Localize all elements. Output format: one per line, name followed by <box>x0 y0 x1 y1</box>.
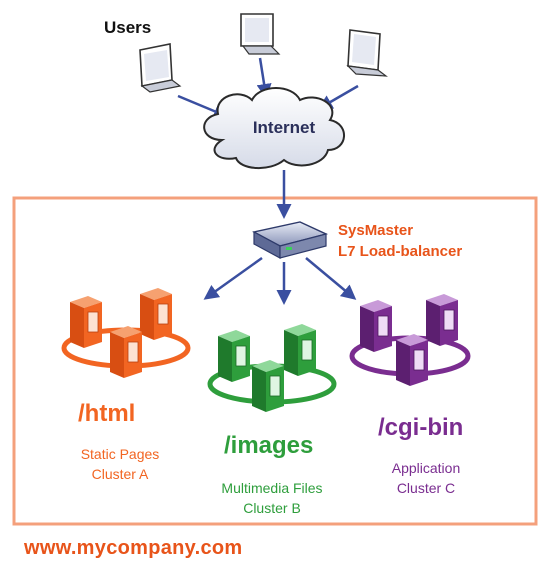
internet-cloud-icon <box>203 87 345 169</box>
arrow-to-cluster-c <box>305 257 357 300</box>
company-frame <box>12 196 538 526</box>
cluster-a-path: /html <box>78 400 136 427</box>
cluster-b-servers-icon <box>207 324 337 412</box>
user-computer-icon <box>139 43 182 93</box>
cluster-c-desc-line2: Cluster C <box>396 480 456 496</box>
cluster-a-servers-icon <box>61 288 191 378</box>
cluster-a-desc-line1: Static Pages <box>80 446 160 462</box>
user-computer-icon <box>240 13 281 55</box>
cluster-c-desc-line1: Application <box>391 460 461 476</box>
cluster-b-desc-line1: Multimedia Files <box>221 480 323 496</box>
cluster-b-description: Multimedia Files Cluster B <box>192 478 352 518</box>
cluster-a-desc-line2: Cluster A <box>91 466 149 482</box>
cluster-c-description: Application Cluster C <box>356 458 496 498</box>
cluster-a-description: Static Pages Cluster A <box>40 444 200 484</box>
cluster-c-servers-icon <box>349 294 471 386</box>
arrow-to-cluster-a <box>203 256 263 300</box>
user-computer-icon <box>346 29 388 77</box>
cluster-b-desc-line2: Cluster B <box>243 500 301 516</box>
users-label: Users <box>104 18 152 37</box>
load-balancer-label: SysMaster L7 Load-balancer <box>338 220 462 262</box>
cluster-b-path: /images <box>224 432 314 459</box>
internet-label: Internet <box>252 118 316 137</box>
cluster-c-path: /cgi-bin <box>378 414 464 441</box>
load-balancer-subtitle: L7 Load-balancer <box>338 243 463 260</box>
load-balancer-icon <box>252 221 329 260</box>
company-url: www.mycompany.com <box>24 537 243 559</box>
load-balancer-name: SysMaster <box>338 222 414 239</box>
